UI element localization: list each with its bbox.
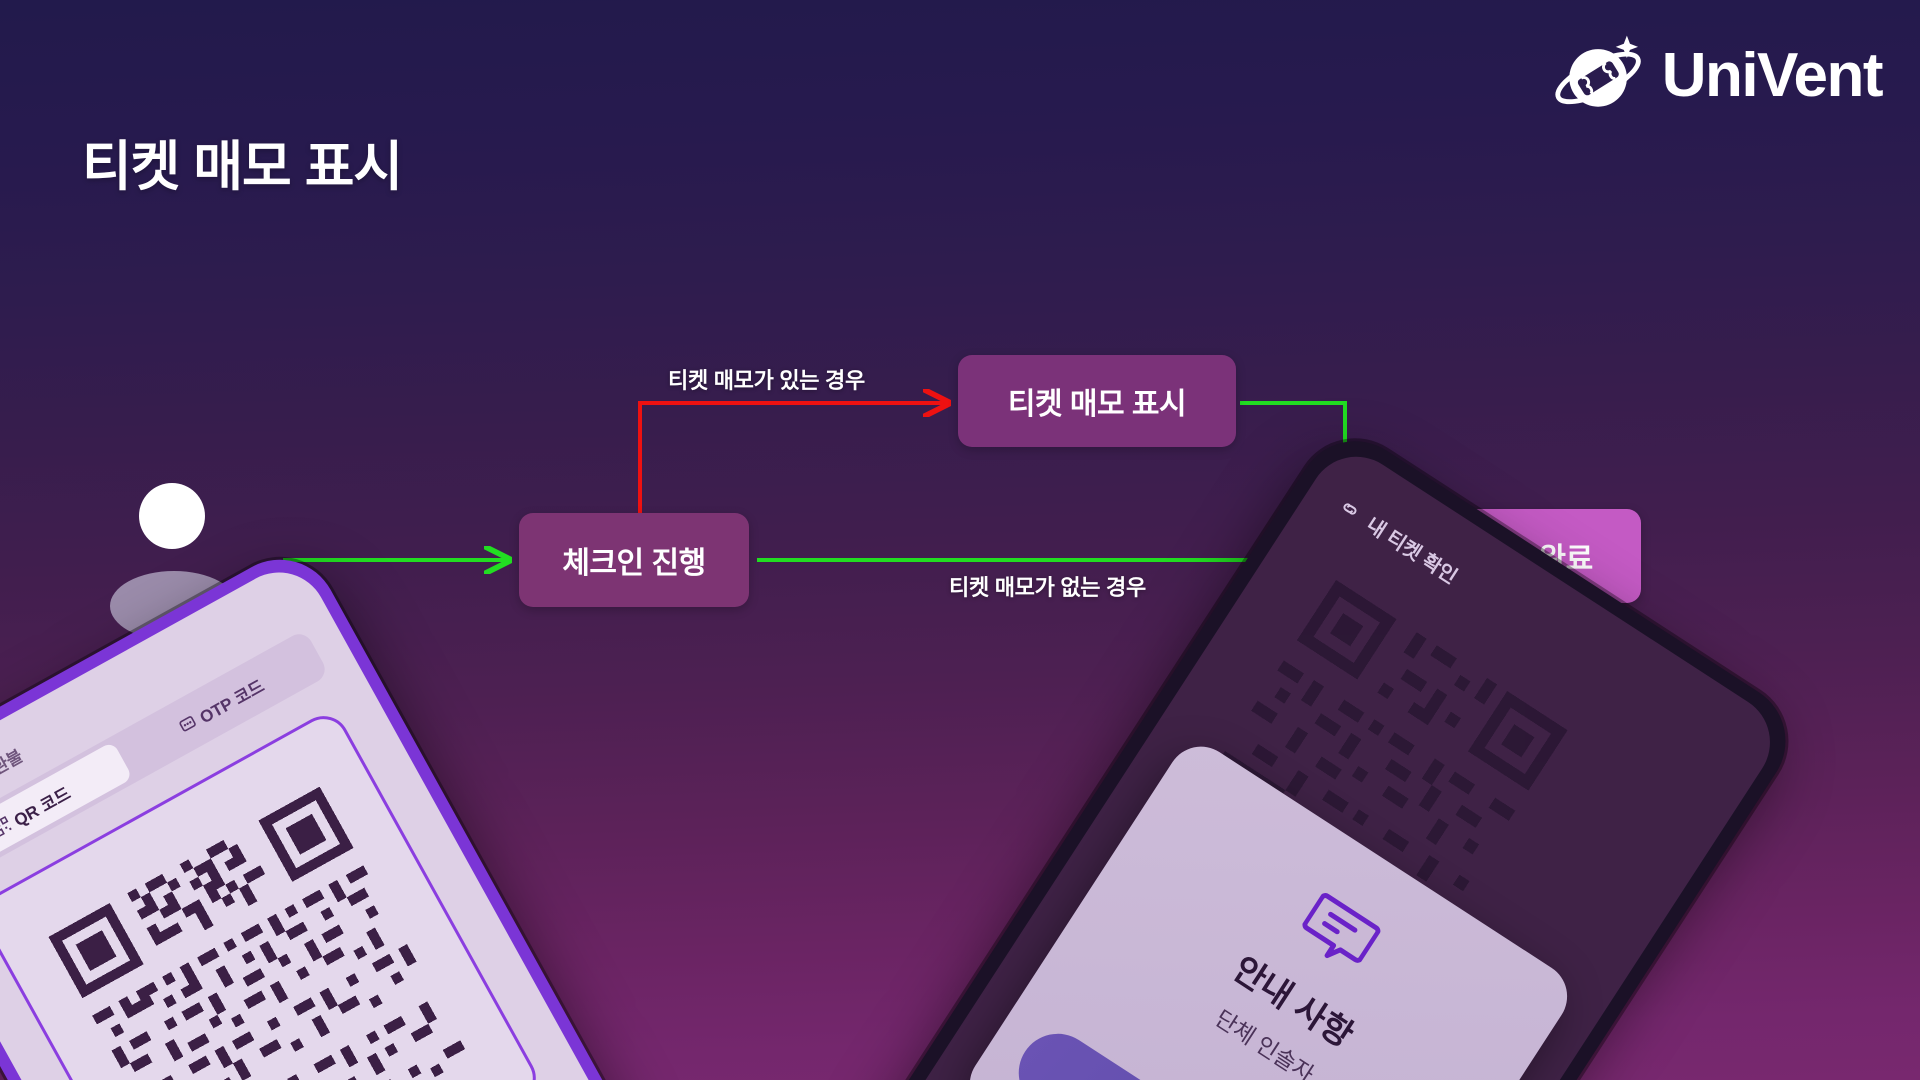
otp-icon	[179, 716, 196, 732]
phone-mockup-right: 내 티켓 확인	[820, 419, 1808, 1080]
tab-qr-code[interactable]: QR 코드	[0, 741, 134, 880]
phone-frame: 내 티켓 확인	[820, 419, 1808, 1080]
notice-dialog: 안내 사항 단체 인솔자 확인	[956, 733, 1581, 1080]
edge-label-no-memo: 티켓 매모가 없는 경우	[949, 575, 1146, 600]
qr-code-card[interactable]	[0, 706, 546, 1080]
phone-screen: 티켓 사용 후 환불 QR 코드	[0, 555, 723, 1080]
page-title: 티켓 매모 표시	[82, 137, 403, 197]
my-ticket-label: 내 티켓 확인	[1362, 513, 1461, 589]
code-type-tabs[interactable]: QR 코드 OTP 코드	[0, 629, 330, 887]
phone-mockup-left: 티켓 사용 후 환불 QR 코드	[0, 538, 739, 1080]
qr-icon	[0, 816, 12, 838]
brand-logo: UniVent	[1552, 28, 1884, 124]
qr-code-image	[34, 773, 484, 1080]
my-ticket-bar[interactable]: 내 티켓 확인	[1333, 490, 1738, 767]
avatar-head	[139, 483, 205, 549]
brand-wordmark: UniVent	[1661, 41, 1884, 110]
tab-otp-code-label: OTP 코드	[196, 676, 268, 727]
flow-node-checkin[interactable]: 체크인 진행	[519, 513, 749, 607]
phone-screen: 내 티켓 확인	[840, 438, 1789, 1080]
tab-otp-code[interactable]: OTP 코드	[120, 636, 323, 774]
tab-qr-code-label: QR 코드	[10, 783, 74, 830]
flow-node-memo[interactable]: 티켓 매모 표시	[958, 355, 1236, 447]
qr-code-image	[1185, 579, 1568, 952]
phone-frame: 티켓 사용 후 환불 QR 코드	[0, 538, 739, 1080]
planet-ticket-icon	[1555, 35, 1641, 107]
edge-checkin-to-memo	[638, 403, 948, 513]
link-icon	[1343, 502, 1357, 515]
edge-label-has-memo: 티켓 매모가 있는 경우	[668, 368, 865, 393]
sparkle-icon	[1615, 35, 1638, 58]
notice-card-icon	[1302, 893, 1381, 963]
